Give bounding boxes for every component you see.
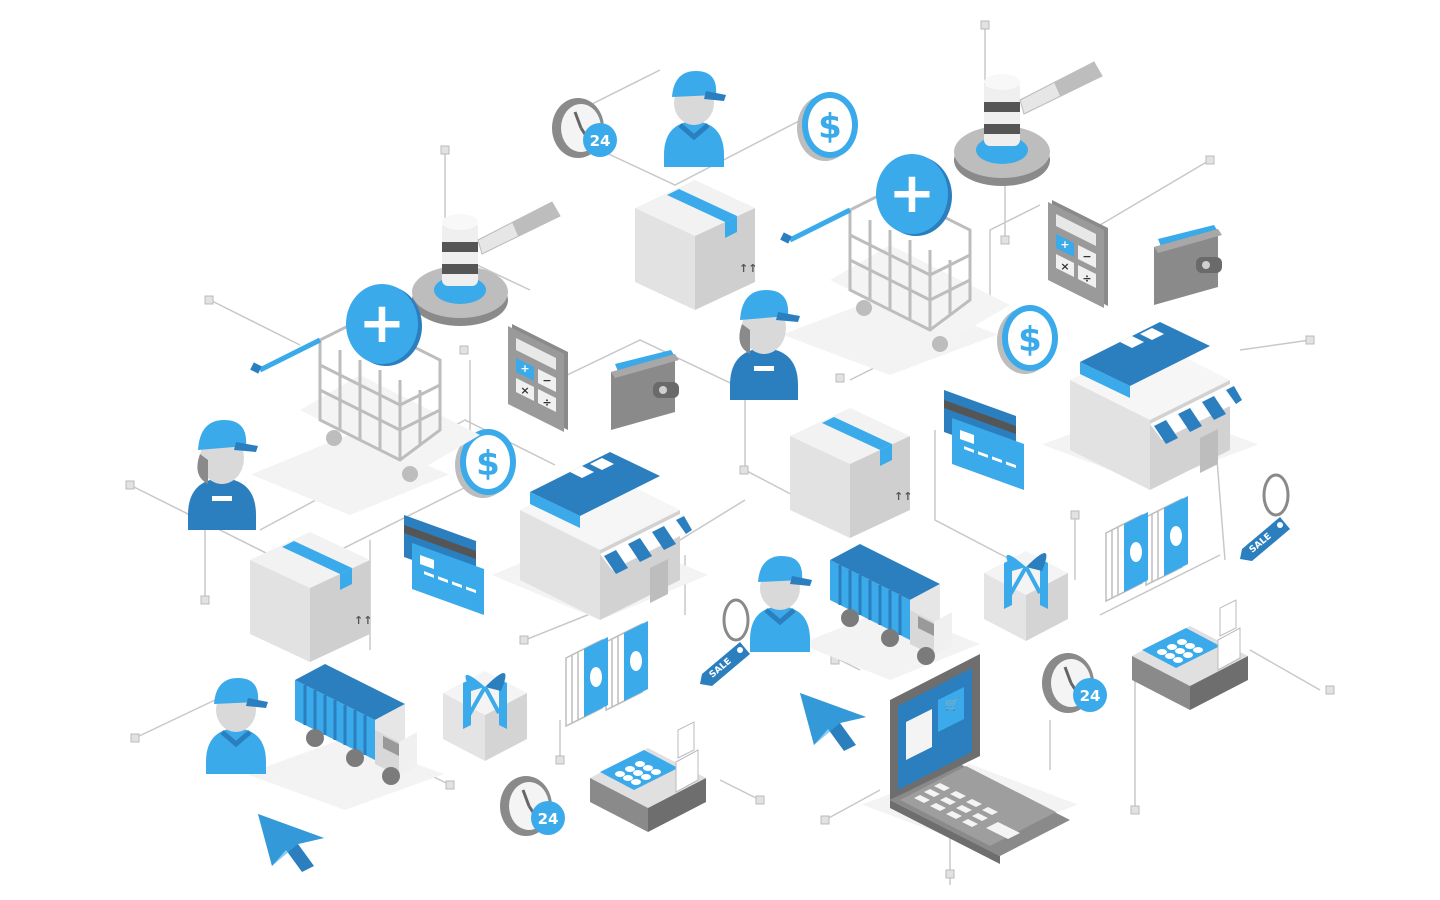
pos-terminal-icon bbox=[1131, 599, 1249, 711]
dollar-coin-icon bbox=[997, 305, 1058, 374]
courier-icon bbox=[206, 678, 268, 774]
calculator-icon bbox=[508, 324, 568, 432]
cash-icon bbox=[1105, 495, 1189, 602]
calculator-icon bbox=[1048, 200, 1108, 308]
cursor-icon bbox=[258, 814, 324, 872]
customer-icon bbox=[188, 420, 258, 530]
gavel-icon bbox=[953, 61, 1103, 187]
wallet-icon bbox=[611, 350, 679, 430]
gift-icon bbox=[982, 549, 1070, 643]
sale-tag-icon bbox=[698, 598, 752, 688]
clock-24-icon bbox=[1040, 651, 1109, 715]
gift-icon bbox=[441, 669, 529, 763]
cash-icon bbox=[565, 620, 649, 727]
clock-24-icon bbox=[498, 774, 567, 838]
connector-nodes bbox=[125, 20, 1335, 879]
credit-card-icon bbox=[944, 390, 1024, 490]
box-icon bbox=[635, 180, 758, 310]
customer-icon bbox=[730, 290, 800, 400]
store-icon bbox=[1070, 322, 1242, 490]
box-icon bbox=[790, 408, 913, 538]
clock-24-icon bbox=[550, 96, 619, 160]
credit-card-icon bbox=[404, 515, 484, 615]
pos-terminal-icon bbox=[589, 721, 707, 833]
box-icon bbox=[250, 532, 373, 662]
cursor-icon bbox=[800, 693, 866, 751]
courier-icon bbox=[664, 71, 726, 167]
sale-tag-icon bbox=[1238, 473, 1292, 563]
courier-icon bbox=[750, 556, 812, 652]
gavel-icon bbox=[411, 201, 561, 327]
wallet-icon bbox=[1154, 225, 1222, 305]
dollar-coin-icon bbox=[797, 92, 858, 161]
